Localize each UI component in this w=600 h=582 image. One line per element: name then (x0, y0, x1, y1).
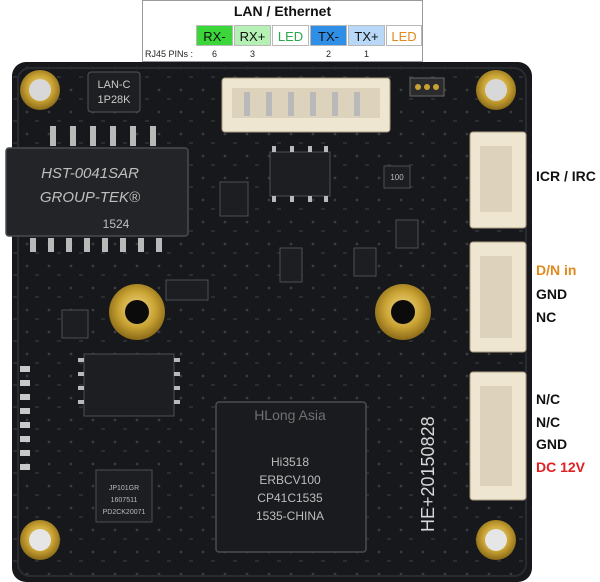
smd-components (61, 151, 419, 417)
label-nc-2: N/C (532, 389, 565, 409)
label-nc-3: N/C (532, 412, 565, 432)
signal-tx-plus: TX+ (348, 25, 385, 46)
right-connector-icr (469, 131, 527, 229)
label-dc-12v: DC 12V (532, 457, 590, 477)
corner-mounting-holes (20, 70, 516, 560)
pin-tx-minus: 2 (325, 49, 331, 59)
soc-text-1: Hi3518 (271, 455, 309, 469)
label-gnd-1: GND (532, 284, 572, 304)
chip-legs (78, 146, 328, 404)
rj45-text-1: HST-0041SAR (41, 165, 139, 182)
pcb-board: LAN-C 1P28K HST-0041SAR GROUP-TEK® 1524 (5, 62, 532, 582)
rj45-pins (30, 126, 162, 252)
soc-brand-watermark: HLong Asia (254, 407, 326, 423)
rj45-pins-label: RJ45 PINs : (145, 49, 194, 59)
rj45-text-2: GROUP-TEK® (40, 189, 141, 206)
top-right-header (409, 77, 445, 97)
inductor-text-1: LAN-C (97, 79, 130, 91)
right-connector-power (469, 371, 527, 501)
lens-mount-holes (109, 284, 431, 340)
legend-title: LAN / Ethernet (233, 3, 332, 19)
rj45-text-3: 1524 (103, 217, 130, 231)
signal-led-1: LED (272, 25, 309, 46)
label-icr-irc: ICR / IRC (532, 166, 600, 186)
soc-text-4: 1535-CHINA (256, 509, 324, 523)
signal-rx-minus: RX- (196, 25, 233, 46)
signal-rx-plus: RX+ (234, 25, 271, 46)
inductor-text-2: 1P28K (97, 94, 131, 106)
flash-chip: JP101GR 1607511 PD2CK20071 (95, 469, 153, 523)
pin-rx-plus: 3 (249, 49, 255, 59)
lan-inductor: LAN-C 1P28K (87, 71, 141, 113)
flash-text-1: JP101GR (109, 485, 139, 492)
signal-tx-minus: TX- (310, 25, 347, 46)
resistor-label: 100 (390, 173, 404, 182)
label-nc-1: NC (532, 307, 561, 327)
signal-led-2: LED (386, 25, 422, 46)
hi3518-soc: HLong Asia Hi3518 ERBCV100 CP41C1535 153… (215, 401, 367, 553)
left-edge-pads (20, 366, 30, 470)
rj45-transformer: HST-0041SAR GROUP-TEK® 1524 (5, 147, 189, 237)
soc-text-2: ERBCV100 (259, 473, 321, 487)
pcb-photo: LAN-C 1P28K HST-0041SAR GROUP-TEK® 1524 (0, 62, 600, 582)
label-gnd-2: GND (532, 434, 572, 454)
flash-text-2: 1607511 (111, 497, 138, 504)
label-dn-in: D/N in (532, 260, 581, 280)
top-ethernet-connector (221, 77, 391, 133)
pin-tx-plus: 1 (363, 49, 369, 59)
lan-ethernet-legend: LAN / Ethernet RJ45 PINs : RX- RX+ LED T… (142, 0, 423, 62)
pin-rx-minus: 6 (211, 49, 217, 59)
flash-text-3: PD2CK20071 (103, 509, 146, 516)
board-revision: HE+20150828 (418, 416, 438, 532)
soc-text-3: CP41C1535 (257, 491, 323, 505)
right-connector-dn (469, 241, 527, 353)
